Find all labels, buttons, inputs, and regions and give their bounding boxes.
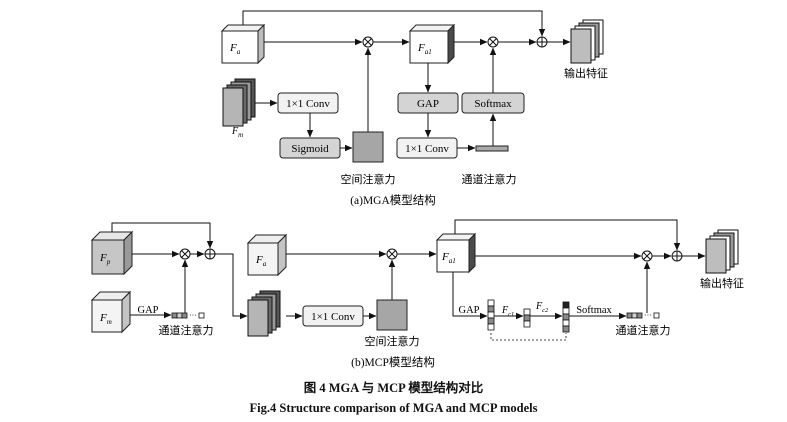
- output-stack-a: 输出特征: [564, 19, 608, 80]
- connectors-a: [242, 10, 571, 152]
- svg-text:···: ···: [189, 311, 197, 320]
- fm-label: Fm: [231, 126, 243, 139]
- fm-stack: Fm: [222, 78, 256, 139]
- softmax-label-b: Softmax: [576, 305, 612, 316]
- multiply-node-b3: [641, 250, 653, 262]
- multiply-node-b2: [386, 248, 398, 260]
- vertical-vector-2: [523, 308, 531, 328]
- add-node-b1: [204, 248, 216, 260]
- channel-vector-b-left: ···: [171, 311, 205, 320]
- multiply-node-a2: [487, 36, 499, 48]
- conv-box-a1: [277, 92, 339, 114]
- caption-a: (a)MGA模型结构: [350, 193, 436, 207]
- channel-attention-label-a: 通道注意力: [462, 172, 517, 186]
- conv-label-a2: 1×1 Conv: [405, 143, 449, 155]
- channel-attention-label-b-right: 通道注意力: [616, 323, 671, 337]
- output-label-a: 输出特征: [564, 66, 608, 80]
- spatial-attention-label-b: 空间注意力: [365, 334, 420, 348]
- output-stack-b: 输出特征: [700, 229, 744, 290]
- gap-label-b-right: GAP: [458, 305, 479, 316]
- fa1-cube-b: Fa1: [435, 232, 477, 274]
- fm-cube-b: Fm: [90, 290, 132, 334]
- panel-b: Fp Fm GAP ··· 通道注意力: [90, 219, 744, 369]
- channel-vector-b-right: ···: [626, 311, 660, 320]
- fa-cube: Fa: [220, 23, 266, 65]
- fa1-cube-a: Fa1: [408, 23, 456, 65]
- multiply-node-a1: [362, 36, 374, 48]
- vertical-vector-3: [562, 301, 570, 333]
- panel-a: Fa Fm 1×1 Conv Sigmoid 空间注意力 Fa1: [220, 10, 608, 207]
- gap-label-a: GAP: [417, 98, 439, 110]
- add-node-a: [536, 36, 548, 48]
- fp-label: Fp: [99, 252, 111, 266]
- spatial-map-b: [376, 299, 408, 331]
- fa-label-b: Fa: [255, 254, 267, 268]
- gap-label-b-left: GAP: [137, 305, 158, 316]
- spatial-attention-label-a: 空间注意力: [341, 172, 396, 186]
- fc-bracket: [490, 333, 567, 341]
- sigmoid-label: Sigmoid: [291, 143, 329, 155]
- fa-label: Fa: [229, 42, 241, 56]
- vertical-vector-1: [487, 299, 495, 331]
- fc1-label: Fc1: [501, 305, 514, 318]
- fc2-label: Fc2: [535, 301, 549, 314]
- multiply-node-b1: [179, 248, 191, 260]
- svg-text:···: ···: [644, 311, 652, 320]
- conv-label-b: 1×1 Conv: [311, 311, 355, 323]
- spatial-map-a: [352, 131, 384, 163]
- fa1-label-b: Fa1: [441, 251, 456, 265]
- figure-caption-cn: 图 4 MGA 与 MCP 模型结构对比: [303, 381, 484, 395]
- connectors-b: [111, 219, 706, 320]
- conv-label-a1: 1×1 Conv: [286, 98, 330, 110]
- fused-stack-b: [247, 290, 281, 337]
- channel-attention-label-b-left: 通道注意力: [159, 323, 214, 337]
- output-label-b: 输出特征: [700, 276, 744, 290]
- fm-label-b: Fm: [99, 312, 112, 326]
- channel-vector-a: [475, 145, 509, 152]
- fa1-label-a: Fa1: [417, 42, 432, 56]
- figure-caption-en: Fig.4 Structure comparison of MGA and MC…: [249, 401, 538, 415]
- fa-cube-b: Fa: [246, 233, 288, 277]
- add-node-b2: [671, 250, 683, 262]
- softmax-label-a: Softmax: [474, 98, 512, 110]
- caption-b: (b)MCP模型结构: [351, 355, 435, 369]
- fp-cube: Fp: [90, 230, 134, 276]
